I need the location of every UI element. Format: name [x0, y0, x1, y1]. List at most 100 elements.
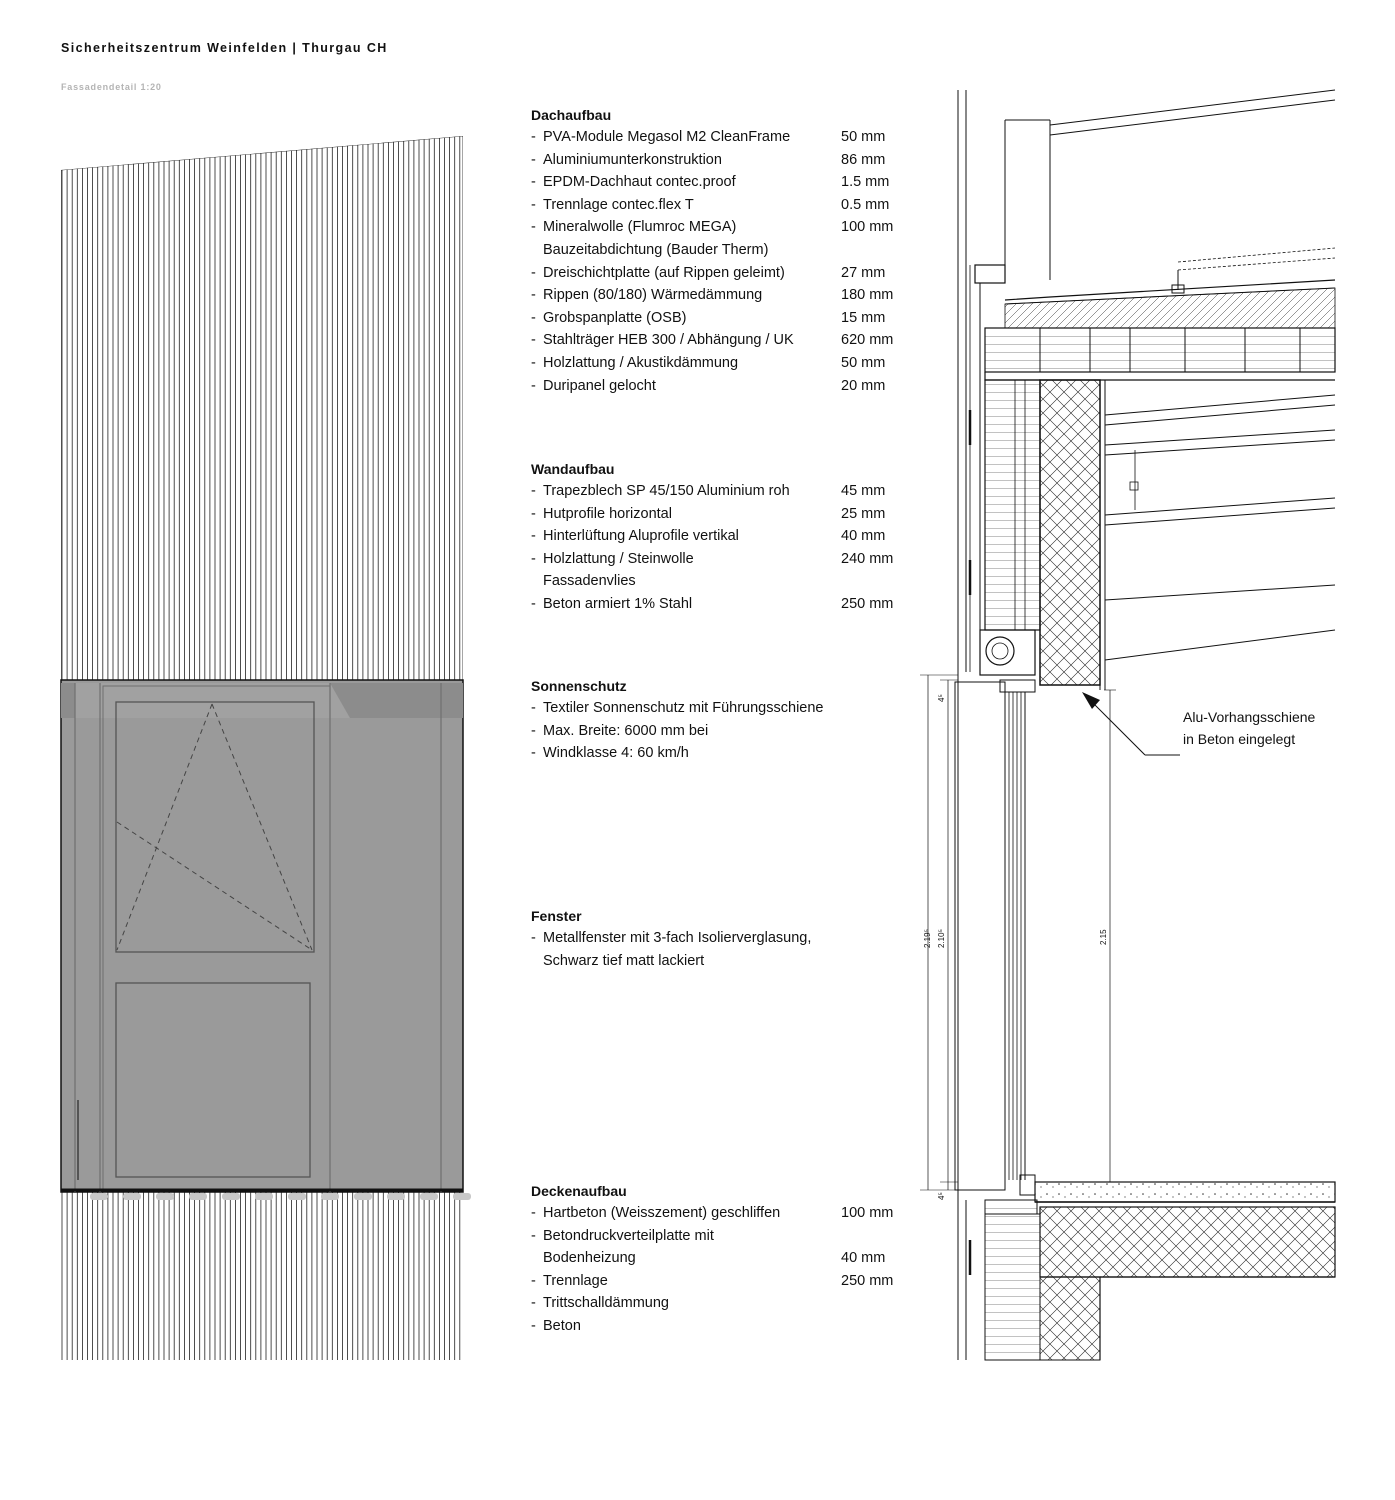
- window-band: [60, 679, 464, 1193]
- list-dash: -: [531, 287, 536, 304]
- trapezoidal-cladding-lower: [61, 1192, 461, 1360]
- spec-label: Betondruckverteilplatte mit: [543, 1227, 714, 1244]
- list-dash: -: [531, 483, 536, 499]
- list-dash: -: [531, 1317, 536, 1334]
- spec-row: -Metallfenster mit 3-fach Isolierverglas…: [531, 927, 911, 950]
- spec-label: Trittschalldämmung: [543, 1295, 669, 1312]
- facade-section: [920, 89, 1336, 1361]
- spec-label: Holzlattung / Steinwolle: [543, 550, 694, 567]
- spec-row: -Betondruckverteilplatte mit: [531, 1225, 911, 1248]
- spec-label: Hinterlüftung Aluprofile vertikal: [543, 528, 739, 545]
- spec-value: 1.5 mm: [841, 174, 890, 191]
- spec-heading: Deckenaufbau: [531, 1183, 627, 1199]
- spec-row: Bauzeitabdichtung (Bauder Therm): [531, 239, 911, 262]
- trapezoidal-cladding-upper: [61, 136, 463, 680]
- spec-label: Trennlage contec.flex T: [543, 196, 694, 213]
- spec-label: Dreischichtplatte (auf Rippen geleimt): [543, 264, 785, 281]
- list-dash: -: [531, 151, 536, 168]
- drip-mark: [453, 1193, 471, 1200]
- list-dash: -: [531, 930, 536, 946]
- dimension-bottom: 4⁵: [937, 1192, 946, 1200]
- spec-dachaufbau: Dachaufbau -PVA-Module Megasol M2 CleanF…: [531, 104, 911, 397]
- spec-label: Hartbeton (Weisszement) geschliffen: [543, 1205, 781, 1221]
- list-dash: -: [531, 219, 536, 236]
- spec-heading: Fenster: [531, 908, 582, 924]
- list-dash: -: [531, 722, 536, 739]
- list-dash: -: [531, 595, 536, 612]
- drip-mark: [123, 1193, 141, 1200]
- spec-label: Fassadenvlies: [543, 573, 636, 590]
- spec-value: 45 mm: [841, 483, 886, 499]
- list-dash: -: [531, 354, 536, 371]
- spec-value: 50 mm: [841, 129, 886, 145]
- spec-row: -Trennlage contec.flex T 0.5 mm: [531, 194, 911, 217]
- spec-row: -Max. Breite: 6000 mm bei: [531, 720, 911, 743]
- drip-mark: [189, 1193, 207, 1200]
- spec-value: 100 mm: [841, 219, 894, 236]
- drip-mark: [321, 1193, 339, 1200]
- list-dash: -: [531, 550, 536, 567]
- spec-value: 250 mm: [841, 595, 894, 612]
- drip-mark: [387, 1193, 405, 1200]
- drip-mark: [420, 1193, 438, 1200]
- list-dash: -: [531, 745, 536, 762]
- spec-label: Bodenheizung: [543, 1250, 636, 1267]
- list-dash: -: [531, 505, 536, 522]
- drip-mark: [156, 1193, 174, 1200]
- spec-value: 250 mm: [841, 1272, 894, 1289]
- callout-line: Alu-Vorhangsschiene: [1183, 709, 1316, 725]
- spec-label: Beton: [543, 1317, 581, 1334]
- spec-value: 0.5 mm: [841, 196, 890, 213]
- callout-label: Alu-Vorhangsschiene in Beton eingelegt: [1183, 706, 1363, 750]
- spec-label: Bauzeitabdichtung (Bauder Therm): [543, 241, 769, 258]
- spec-label: PVA-Module Megasol M2 CleanFrame: [543, 129, 791, 145]
- spec-row: -Trapezblech SP 45/150 Aluminium roh 45 m…: [531, 480, 911, 503]
- list-dash: -: [531, 700, 536, 716]
- window-sash-upper: [115, 701, 315, 953]
- list-dash: -: [531, 309, 536, 326]
- spec-row: Schwarz tief matt lackiert: [531, 950, 911, 973]
- list-dash: -: [531, 1205, 536, 1221]
- list-dash: -: [531, 1272, 536, 1289]
- spec-label: Mineralwolle (Flumroc MEGA): [543, 219, 737, 236]
- spec-label: Metallfenster mit 3-fach Isolierverglasu…: [543, 930, 812, 946]
- spec-heading: Wandaufbau: [531, 461, 615, 477]
- spec-row: -Mineralwolle (Flumroc MEGA) 100 mm: [531, 216, 911, 239]
- drawing-scale-subtitle: Fassadendetail 1:20: [61, 82, 162, 92]
- spec-value: 27 mm: [841, 264, 886, 281]
- spec-fenster: Fenster -Metallfenster mit 3-fach Isolie…: [531, 905, 911, 972]
- spec-row: -Trittschalldämmung: [531, 1292, 911, 1315]
- spec-label: Grobspanplatte (OSB): [543, 309, 687, 326]
- spec-label: Hutprofile horizontal: [543, 505, 672, 522]
- spec-label: Rippen (80/180) Wärmedämmung: [543, 287, 763, 304]
- spec-value: 240 mm: [841, 550, 894, 567]
- drip-mark: [354, 1193, 372, 1200]
- spec-label: Trapezblech SP 45/150 Aluminium roh: [543, 483, 790, 499]
- spec-label: EPDM-Dachhaut contec.proof: [543, 174, 736, 191]
- drip-mark: [288, 1193, 306, 1200]
- spec-value: 620 mm: [841, 332, 894, 349]
- dimension-total: 2.19⁵: [923, 929, 932, 948]
- dimension-window: 2.10⁵: [937, 929, 946, 948]
- spec-value: 180 mm: [841, 287, 894, 304]
- drip-mark: [90, 1193, 108, 1200]
- spec-label: Textiler Sonnenschutz mit Führungsschien…: [543, 700, 824, 716]
- sill-drip-marks: [90, 1193, 471, 1200]
- dimension-top: 4⁵: [937, 694, 946, 702]
- spec-row: -Windklasse 4: 60 km/h: [531, 742, 911, 765]
- drip-mark: [255, 1193, 273, 1200]
- spec-heading: Dachaufbau: [531, 107, 612, 123]
- list-dash: -: [531, 196, 536, 213]
- spec-label: Max. Breite: 6000 mm bei: [543, 722, 709, 739]
